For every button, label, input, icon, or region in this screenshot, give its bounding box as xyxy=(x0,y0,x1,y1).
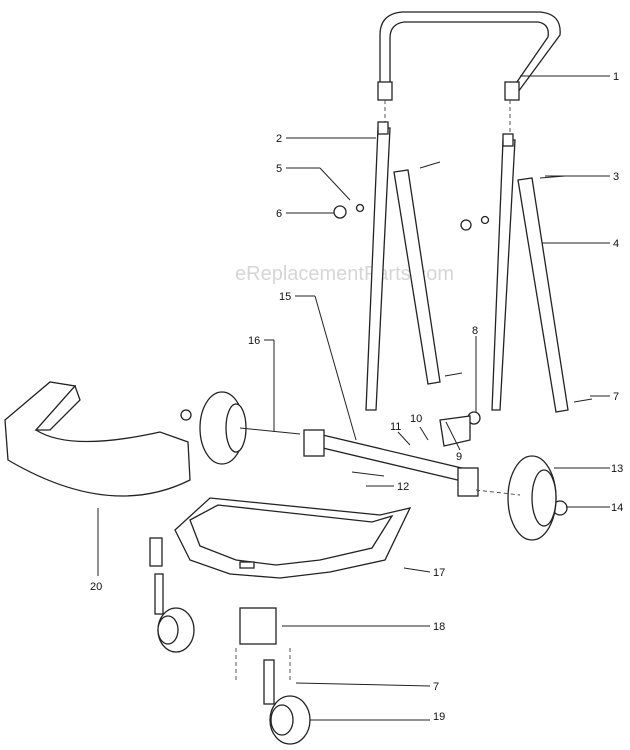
front-casters xyxy=(149,537,311,745)
callout-9: 9 xyxy=(456,451,462,463)
handle-bar xyxy=(377,11,561,101)
callout-1: 1 xyxy=(613,71,619,83)
callout-7-lower: 7 xyxy=(433,681,439,693)
callout-11: 11 xyxy=(390,421,401,433)
callout-13: 13 xyxy=(611,463,623,475)
callout-6: 6 xyxy=(276,208,282,220)
callout-15: 15 xyxy=(279,291,291,303)
callout-8: 8 xyxy=(472,325,478,337)
callout-16: 16 xyxy=(248,335,260,347)
upright-tubes xyxy=(365,100,516,411)
hardware-group xyxy=(180,161,593,516)
axle-assembly xyxy=(303,415,479,497)
callout-10: 10 xyxy=(410,413,422,425)
watermark: eReplacementParts.com xyxy=(235,263,454,285)
callout-19: 19 xyxy=(433,711,445,723)
callout-7: 7 xyxy=(613,391,619,403)
base-tray xyxy=(174,497,412,579)
front-bumper xyxy=(4,381,191,497)
callout-20: 20 xyxy=(90,581,102,593)
callout-4: 4 xyxy=(613,238,619,250)
left-wheel xyxy=(199,391,301,465)
right-wheel xyxy=(475,455,557,541)
callout-5: 5 xyxy=(276,163,282,175)
leader-lines xyxy=(97,75,610,721)
brace-legs xyxy=(393,169,569,413)
callout-3: 3 xyxy=(613,171,619,183)
callout-14: 14 xyxy=(611,502,623,514)
callout-12: 12 xyxy=(397,481,409,493)
callout-17: 17 xyxy=(433,567,445,579)
callout-2: 2 xyxy=(276,133,282,145)
callout-18: 18 xyxy=(433,621,445,633)
